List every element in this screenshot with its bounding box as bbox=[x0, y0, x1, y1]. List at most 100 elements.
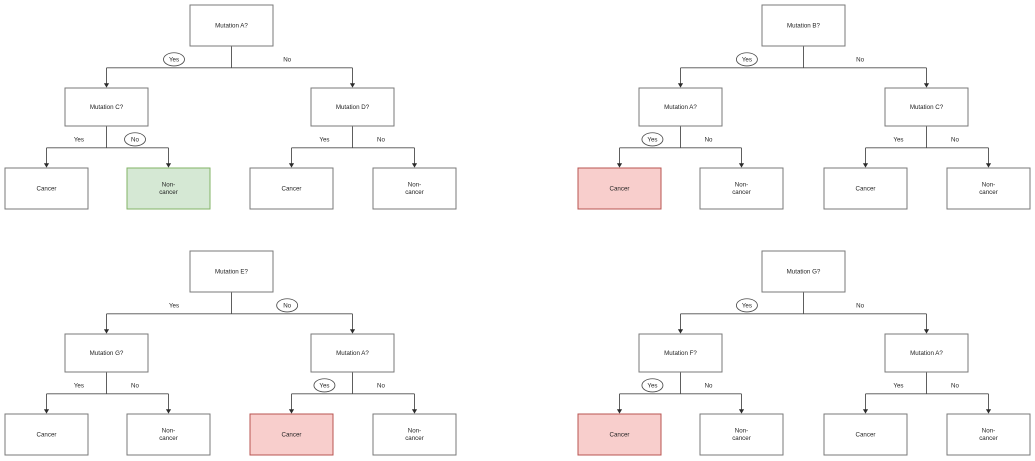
node-non-cancer[interactable]: Non-cancer bbox=[946, 413, 1031, 456]
edge-label-yes-highlighted[interactable]: Yes bbox=[735, 298, 758, 313]
node-mutation-a[interactable]: Mutation A? bbox=[884, 333, 969, 373]
edge-label-no[interactable]: No bbox=[131, 382, 139, 389]
edge-label-no[interactable]: No bbox=[705, 136, 713, 143]
node-box bbox=[372, 413, 457, 456]
node-box bbox=[64, 87, 149, 127]
edge-label-text: Yes bbox=[319, 136, 329, 143]
edge-label-no-highlighted[interactable]: No bbox=[276, 298, 299, 313]
edge-label-ellipse bbox=[124, 132, 146, 147]
node-non-cancer[interactable]: Non-cancer bbox=[699, 413, 784, 456]
node-non-cancer-noncancer[interactable]: Non-cancer bbox=[126, 167, 211, 210]
node-label: Non- bbox=[735, 428, 748, 435]
edge-label-ellipse bbox=[313, 378, 336, 393]
edge-label-text: No bbox=[705, 382, 713, 389]
node-cancer[interactable]: Cancer bbox=[4, 413, 89, 456]
node-label: cancer bbox=[979, 189, 998, 196]
edge-label-no[interactable]: No bbox=[951, 382, 959, 389]
edge-label-yes-highlighted[interactable]: Yes bbox=[735, 52, 758, 67]
connector-group bbox=[616, 372, 745, 414]
node-box bbox=[823, 167, 908, 210]
edge-label-text: Yes bbox=[74, 382, 84, 389]
edge-label-yes-highlighted[interactable]: Yes bbox=[641, 132, 664, 147]
node-mutation-a[interactable]: Mutation A? bbox=[189, 4, 274, 47]
node-non-cancer[interactable]: Non-cancer bbox=[372, 413, 457, 456]
node-cancer-cancer[interactable]: Cancer bbox=[577, 167, 662, 210]
edge-label-yes[interactable]: Yes bbox=[74, 382, 84, 389]
node-box bbox=[249, 167, 334, 210]
node-cancer[interactable]: Cancer bbox=[823, 413, 908, 456]
edge-label-no[interactable]: No bbox=[856, 56, 864, 63]
node-mutation-f[interactable]: Mutation F? bbox=[638, 333, 723, 373]
edge-label-text: Yes bbox=[169, 302, 179, 309]
edge-label-yes-highlighted[interactable]: Yes bbox=[313, 378, 336, 393]
edge-label-no[interactable]: No bbox=[951, 136, 959, 143]
node-label: Non- bbox=[162, 182, 175, 189]
arrow-head-icon bbox=[288, 409, 295, 414]
node-mutation-g[interactable]: Mutation G? bbox=[64, 333, 149, 373]
edge-label-no[interactable]: No bbox=[377, 382, 385, 389]
node-box bbox=[823, 413, 908, 456]
node-label: cancer bbox=[732, 189, 751, 196]
node-label: cancer bbox=[159, 189, 178, 196]
edge-label-ellipse bbox=[276, 298, 299, 313]
edge-label-ellipse bbox=[641, 378, 664, 393]
edge-label-yes-highlighted[interactable]: Yes bbox=[641, 378, 664, 393]
node-non-cancer[interactable]: Non-cancer bbox=[946, 167, 1031, 210]
edge-label-yes[interactable]: Yes bbox=[893, 136, 903, 143]
node-box bbox=[372, 167, 457, 210]
arrow-head-icon bbox=[288, 163, 295, 168]
node-cancer[interactable]: Cancer bbox=[4, 167, 89, 210]
node-mutation-a[interactable]: Mutation A? bbox=[310, 333, 395, 373]
node-label: Cancer bbox=[610, 432, 630, 439]
node-mutation-c[interactable]: Mutation C? bbox=[884, 87, 969, 127]
edge-label-no[interactable]: No bbox=[856, 302, 864, 309]
node-label: Mutation C? bbox=[90, 104, 124, 111]
node-mutation-c[interactable]: Mutation C? bbox=[64, 87, 149, 127]
node-non-cancer[interactable]: Non-cancer bbox=[126, 413, 211, 456]
edge-label-text: No bbox=[283, 56, 291, 63]
edge-label-text: Yes bbox=[169, 56, 179, 63]
arrow-head-icon bbox=[923, 329, 930, 334]
node-mutation-g[interactable]: Mutation G? bbox=[761, 250, 846, 293]
node-box bbox=[699, 413, 784, 456]
node-label: Non- bbox=[982, 182, 995, 189]
node-box bbox=[884, 333, 969, 373]
edge-label-ellipse bbox=[163, 52, 185, 67]
node-cancer[interactable]: Cancer bbox=[249, 167, 334, 210]
arrow-head-icon bbox=[616, 409, 623, 414]
edge-label-text: No bbox=[856, 302, 864, 309]
edge-label-text: Yes bbox=[74, 136, 84, 143]
node-mutation-b[interactable]: Mutation B? bbox=[761, 4, 846, 47]
edge-label-yes[interactable]: Yes bbox=[169, 302, 179, 309]
edge-label-no[interactable]: No bbox=[377, 136, 385, 143]
node-mutation-e[interactable]: Mutation E? bbox=[189, 250, 274, 293]
edge-label-text: No bbox=[856, 56, 864, 63]
edge-label-yes-highlighted[interactable]: Yes bbox=[163, 52, 185, 67]
edge-label-no[interactable]: No bbox=[283, 56, 291, 63]
edge-label-yes[interactable]: Yes bbox=[893, 382, 903, 389]
edge-label-yes[interactable]: Yes bbox=[319, 136, 329, 143]
node-box bbox=[638, 87, 723, 127]
edge-label-no[interactable]: No bbox=[705, 382, 713, 389]
node-mutation-a[interactable]: Mutation A? bbox=[638, 87, 723, 127]
edge-label-text: Yes bbox=[893, 136, 903, 143]
node-label: Cancer bbox=[37, 186, 57, 193]
connector-group bbox=[862, 372, 992, 414]
node-non-cancer[interactable]: Non-cancer bbox=[372, 167, 457, 210]
connector-group bbox=[616, 126, 745, 168]
node-label: Non- bbox=[408, 182, 421, 189]
node-cancer[interactable]: Cancer bbox=[823, 167, 908, 210]
node-box bbox=[884, 87, 969, 127]
node-box bbox=[189, 4, 274, 47]
edge-label-yes[interactable]: Yes bbox=[74, 136, 84, 143]
node-cancer-cancer[interactable]: Cancer bbox=[577, 413, 662, 456]
node-non-cancer[interactable]: Non-cancer bbox=[699, 167, 784, 210]
arrow-head-icon bbox=[738, 163, 745, 168]
edge-label-ellipse bbox=[641, 132, 664, 147]
edge-label-no-highlighted[interactable]: No bbox=[124, 132, 146, 147]
node-cancer-cancer[interactable]: Cancer bbox=[249, 413, 334, 456]
arrow-head-icon bbox=[985, 409, 992, 414]
node-mutation-d[interactable]: Mutation D? bbox=[310, 87, 395, 127]
edge-label-text: No bbox=[131, 382, 139, 389]
node-label: Cancer bbox=[37, 432, 57, 439]
